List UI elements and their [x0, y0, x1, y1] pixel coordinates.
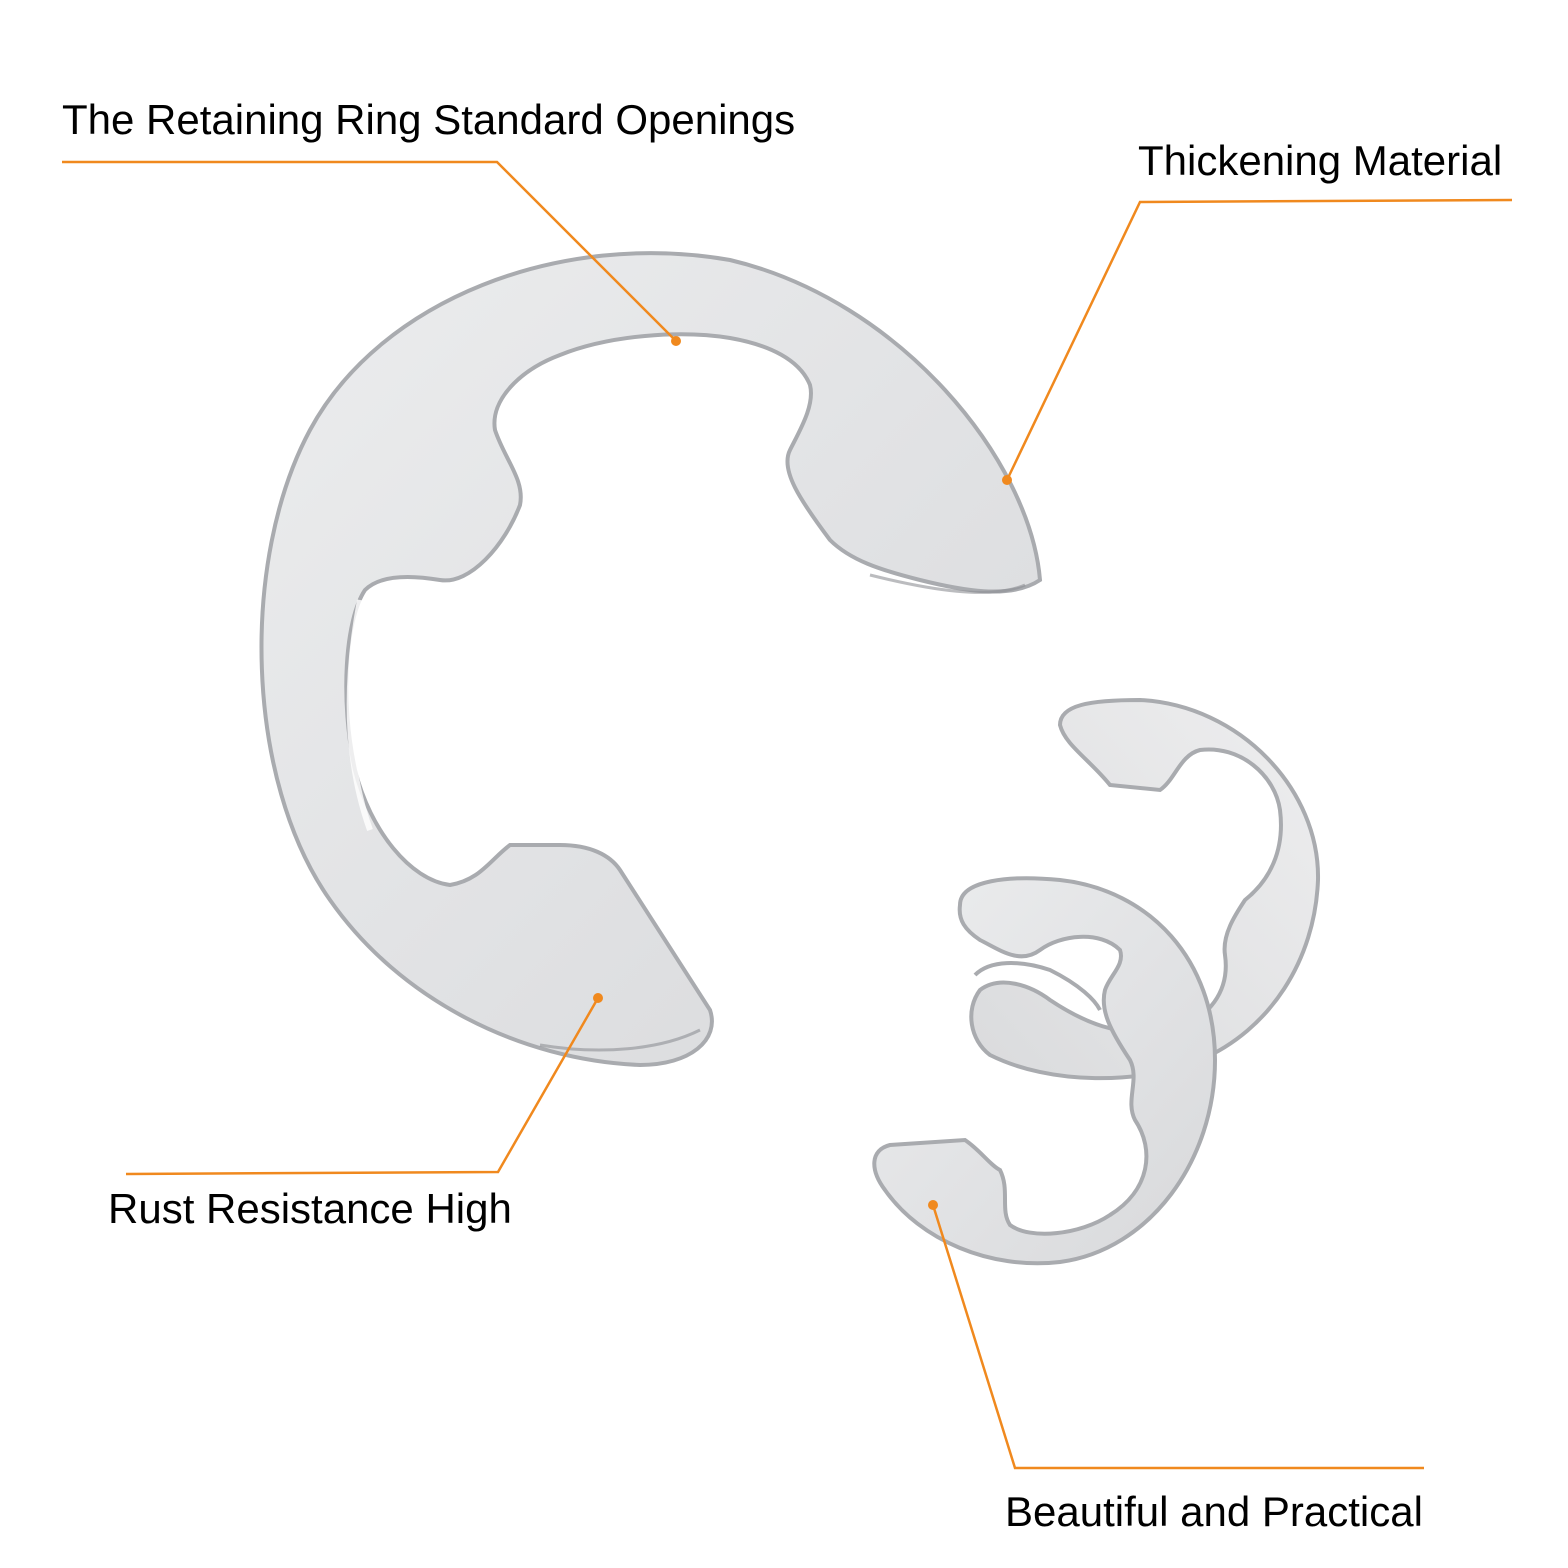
callout-thickening-label: Thickening Material [1138, 137, 1503, 184]
leader-line-thickening [1005, 198, 1513, 481]
callout-beautiful-label: Beautiful and Practical [1005, 1488, 1423, 1535]
small-retaining-ring-upper [969, 697, 1321, 1081]
leader-line-rust [125, 997, 600, 1176]
callout-rust-label: Rust Resistance High [108, 1185, 512, 1232]
leader-line-openings [62, 160, 677, 342]
callout-openings-label: The Retaining Ring Standard Openings [62, 96, 796, 143]
leader-lines [62, 160, 1513, 1470]
leader-dot-beautiful [928, 1200, 938, 1210]
leader-dots [593, 336, 1012, 1210]
leader-dot-rust [593, 993, 603, 1003]
leader-dot-openings [671, 336, 681, 346]
large-retaining-ring [259, 251, 1043, 1068]
leader-line-beautiful [931, 1204, 1424, 1470]
small-retaining-ring-lower [872, 876, 1218, 1266]
leader-dot-thickening [1002, 475, 1012, 485]
